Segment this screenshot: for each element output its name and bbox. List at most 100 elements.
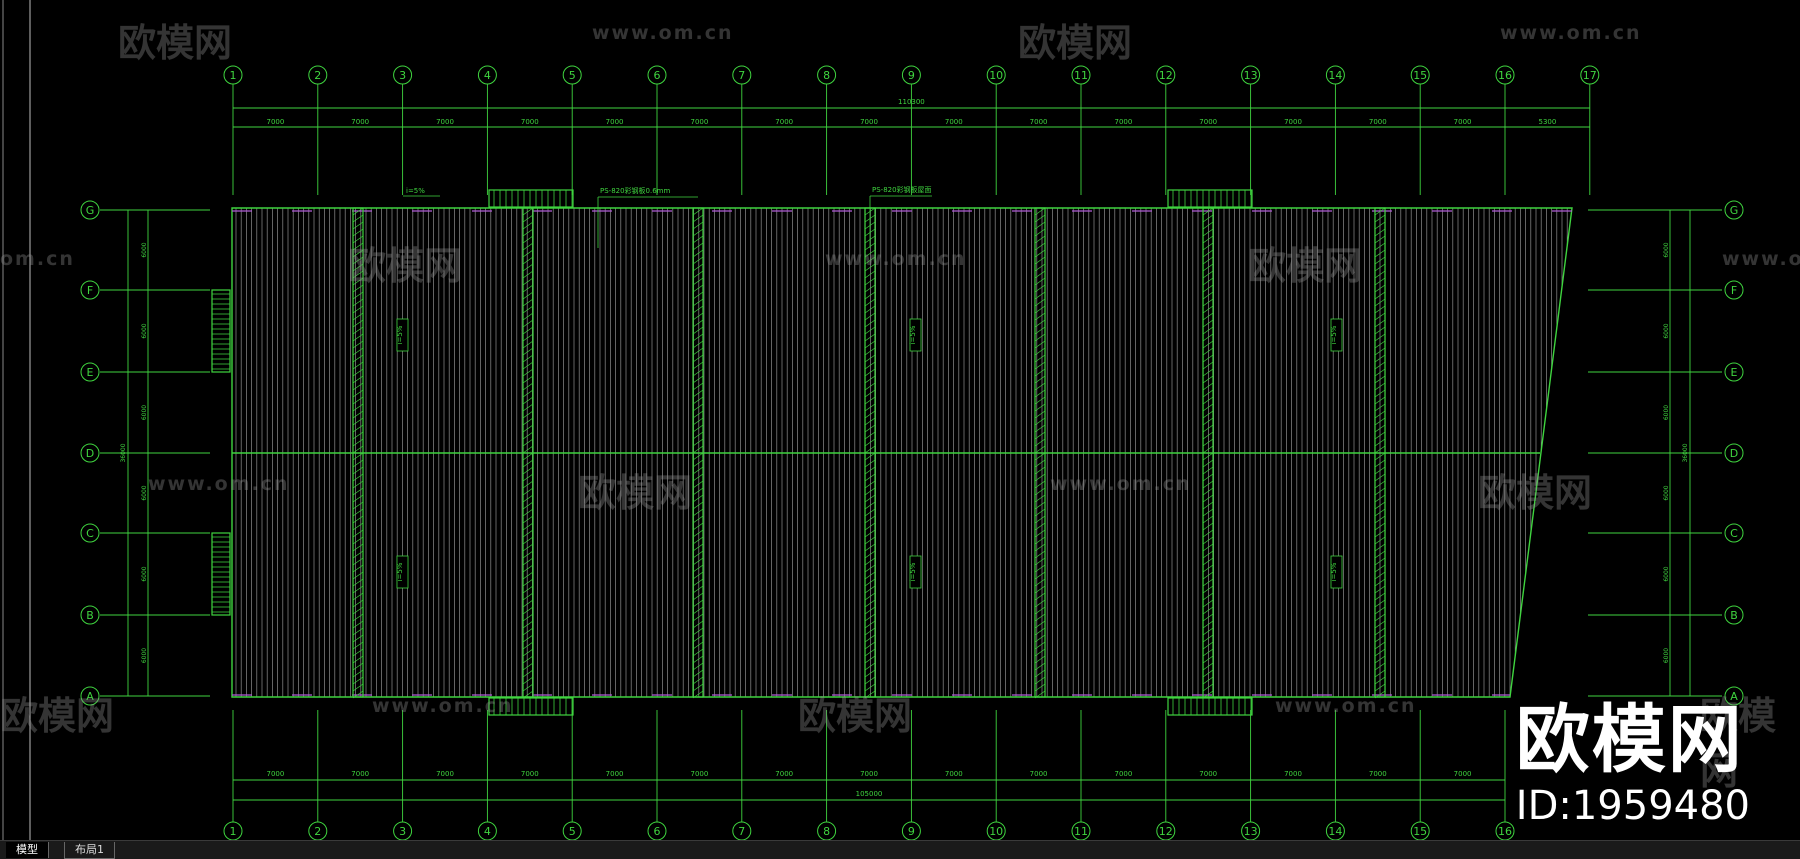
bracing-hatch <box>1034 256 1046 265</box>
axis-letter: F <box>1731 284 1737 297</box>
bracing-hatch <box>1374 214 1386 223</box>
bracing-hatch <box>1034 333 1046 342</box>
bracing-hatch <box>1034 368 1046 377</box>
bracing-hatch <box>352 438 364 447</box>
bracing-hatch <box>522 424 534 433</box>
bracing-hatch <box>1034 634 1046 643</box>
axis-letter: C <box>86 527 94 540</box>
axis-bubble <box>80 200 100 220</box>
bracing-hatch <box>1034 690 1046 699</box>
bracing-hatch <box>352 676 364 685</box>
bracing-hatch <box>864 557 876 566</box>
bracing-hatch <box>864 347 876 356</box>
dimension-text: 7000 <box>1030 770 1048 778</box>
axis-bubble <box>1724 686 1744 706</box>
bracing-hatch <box>692 466 704 475</box>
bracing-hatch <box>522 214 534 223</box>
bracing-hatch <box>1202 340 1214 349</box>
bracing-hatch <box>1034 389 1046 398</box>
bracing-hatch <box>692 249 704 258</box>
bracing-hatch <box>864 410 876 419</box>
tab-model[interactable]: 模型 <box>6 842 49 858</box>
bracing-hatch <box>352 557 364 566</box>
bracing-hatch <box>692 389 704 398</box>
bracing-hatch <box>1374 249 1386 258</box>
bracing-hatch <box>864 683 876 692</box>
bracing-hatch <box>522 431 534 440</box>
bracing-hatch <box>352 634 364 643</box>
bracing-hatch <box>1202 585 1214 594</box>
axis-number: 15 <box>1413 825 1427 838</box>
bracing-hatch <box>1202 235 1214 244</box>
axis-number: 16 <box>1498 69 1512 82</box>
axis-letter: A <box>1730 690 1738 703</box>
bracing-hatch <box>864 249 876 258</box>
axis-bubble <box>80 523 100 543</box>
axis-bubble <box>1580 65 1600 85</box>
dimension-text: 7000 <box>775 118 793 126</box>
slope-label: i=5% <box>909 325 917 344</box>
bracing-hatch <box>1374 347 1386 356</box>
bracing-hatch <box>1034 207 1046 216</box>
dimension-text: 7000 <box>690 118 708 126</box>
axis-letter: A <box>86 690 94 703</box>
axis-number: 4 <box>484 69 491 82</box>
dimension-text: 7000 <box>945 118 963 126</box>
bracing-hatch <box>522 578 534 587</box>
bracing-hatch <box>692 207 704 216</box>
bracing-hatch <box>1034 487 1046 496</box>
dimension-text: 7000 <box>1114 770 1132 778</box>
bracing-hatch <box>522 389 534 398</box>
bracing-hatch <box>352 529 364 538</box>
bracing-hatch <box>352 459 364 468</box>
bracing-hatch <box>1374 578 1386 587</box>
bracing-hatch <box>522 487 534 496</box>
bracing-hatch <box>1034 676 1046 685</box>
bracing-hatch <box>522 403 534 412</box>
bracing-hatch <box>1034 543 1046 552</box>
bracing-hatch <box>352 410 364 419</box>
cad-drawing-canvas[interactable]: i=5%i=5%i=5%i=5%i=5%i=5% i=5%PS-820彩钢板0.… <box>0 0 1800 840</box>
axis-bubble <box>901 65 921 85</box>
bracing-hatch <box>1034 459 1046 468</box>
bracing-hatch <box>1374 655 1386 664</box>
dimension-text: 7000 <box>1199 118 1217 126</box>
dimension-text: 7000 <box>351 118 369 126</box>
bracing-hatch <box>692 459 704 468</box>
bracing-hatch <box>1374 529 1386 538</box>
bracing-hatch <box>864 375 876 384</box>
bracing-hatch <box>352 501 364 510</box>
bracing-hatch <box>864 403 876 412</box>
bracing-hatch <box>1202 480 1214 489</box>
bracing-hatch <box>522 235 534 244</box>
bracing-hatch <box>522 634 534 643</box>
bracing-hatch <box>1034 606 1046 615</box>
tab-layout1[interactable]: 布局1 <box>64 842 115 859</box>
bracing-hatch <box>864 599 876 608</box>
bracing-hatch <box>522 417 534 426</box>
bracing-hatch <box>1034 410 1046 419</box>
bracing-hatch <box>522 550 534 559</box>
bracing-hatch <box>1202 592 1214 601</box>
bracing-hatch <box>1034 431 1046 440</box>
bracing-hatch <box>864 326 876 335</box>
axis-bubble <box>223 821 243 840</box>
dimension-text: 105000 <box>856 790 883 798</box>
axis-bubble <box>1156 65 1176 85</box>
dimension-text: 7000 <box>1369 770 1387 778</box>
axis-bubble <box>80 443 100 463</box>
bracing-hatch <box>1034 599 1046 608</box>
roof-annotation: PS-820彩钢板0.6mm <box>600 186 671 195</box>
dimension-text: 7000 <box>436 118 454 126</box>
bracing-hatch <box>1374 235 1386 244</box>
bracing-hatch <box>352 340 364 349</box>
bracing-hatch <box>692 361 704 370</box>
axis-letter: D <box>86 447 94 460</box>
bracing-hatch <box>1202 361 1214 370</box>
bracing-hatch <box>692 543 704 552</box>
bracing-hatch <box>1034 683 1046 692</box>
bracing-hatch <box>352 431 364 440</box>
bracing-hatch <box>1202 214 1214 223</box>
bracing-hatch <box>692 487 704 496</box>
bracing-hatch <box>692 375 704 384</box>
